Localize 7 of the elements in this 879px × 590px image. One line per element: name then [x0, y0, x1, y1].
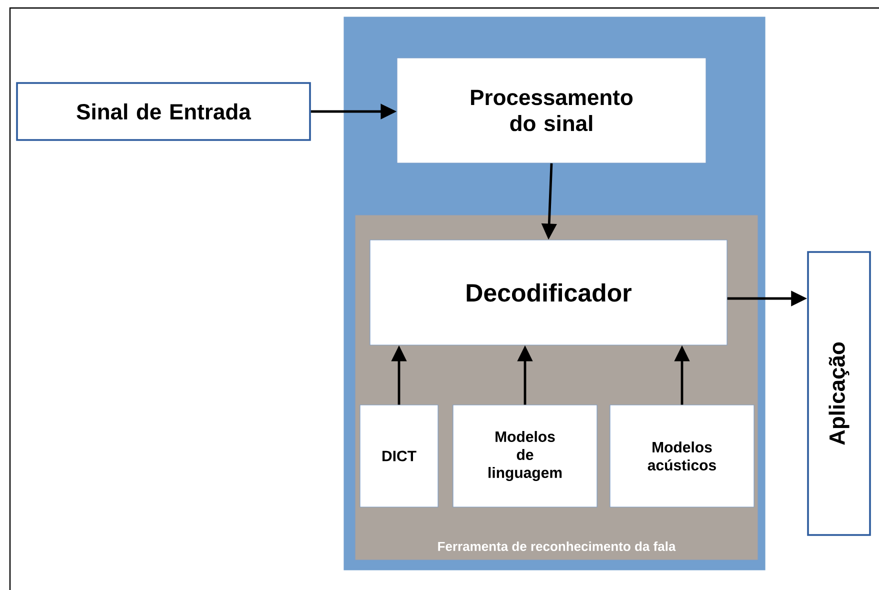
model-box: Modelos acústicos [610, 404, 754, 508]
model-box: Modelos de linguagem [452, 404, 598, 508]
decoder-box: Decodificador [370, 240, 728, 346]
dictionary-box: DICT [360, 404, 438, 508]
process-box: Processamento do sinal [396, 58, 706, 164]
input-box: Sinal de Entrada [16, 82, 311, 141]
application-box: Aplicação [807, 251, 871, 536]
